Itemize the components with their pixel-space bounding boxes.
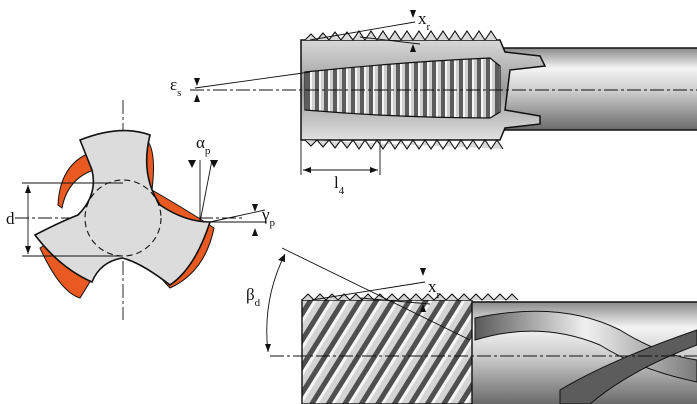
flute-threads-top — [304, 57, 501, 119]
eps-arrow-a — [194, 78, 200, 86]
helical-thread-body — [301, 299, 473, 404]
label-l4: l4 — [334, 173, 345, 197]
spiral-flute-tap — [265, 247, 697, 404]
label-xr-bottom: xr — [428, 277, 441, 301]
beta-arc — [266, 253, 286, 353]
thread-teeth-lower-top — [304, 139, 504, 150]
xr-arrow-bottom-a — [420, 268, 426, 276]
xr-arrow-bottom-b — [420, 304, 426, 312]
label-gamma-p: γp — [261, 205, 276, 229]
gamma-arrow-b — [252, 228, 258, 236]
xr-arrow-top-b — [410, 44, 416, 52]
spiral-flute-2 — [559, 329, 697, 404]
label-d: d — [6, 209, 15, 228]
tap-cross-section — [15, 100, 266, 320]
label-alpha-p: αp — [196, 133, 211, 157]
alpha-arrow-a — [188, 160, 196, 168]
xr-arrow-top-a — [410, 10, 416, 18]
alpha-arrow-b — [210, 160, 218, 168]
helix-angle-line — [281, 247, 471, 341]
straight-flute-tap — [190, 10, 697, 175]
tap-body-section — [33, 129, 212, 286]
label-xr-top: xr — [418, 9, 431, 33]
label-epsilon-s: εs — [170, 75, 181, 99]
label-beta-d: βd — [246, 285, 261, 309]
eps-arrow-b — [194, 94, 200, 102]
gamma-arrow-a — [252, 204, 258, 212]
helical-teeth-top — [301, 293, 519, 301]
thread-teeth-upper-top — [304, 30, 498, 41]
core-circle — [84, 179, 162, 257]
